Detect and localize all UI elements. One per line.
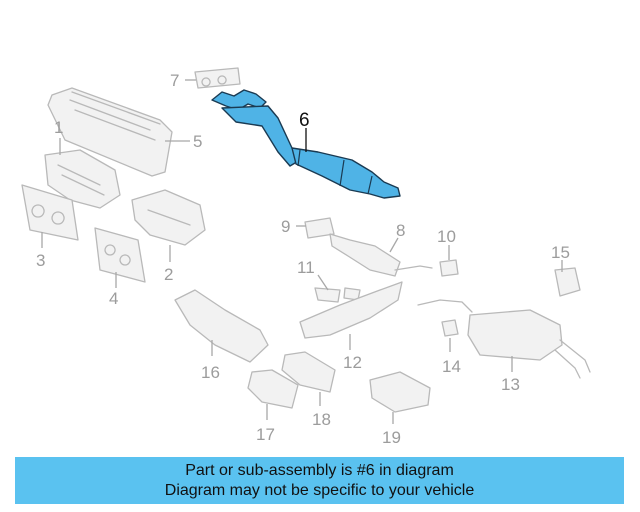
- part-15-bracket[interactable]: [554, 267, 581, 297]
- part-18-heat-shield[interactable]: [281, 351, 336, 393]
- callout-5: 5: [193, 132, 202, 151]
- callout-9: 9: [281, 217, 290, 236]
- part-12-heat-shield[interactable]: [299, 281, 403, 339]
- callout-15: 15: [551, 243, 570, 262]
- callout-6: 6: [299, 110, 310, 131]
- part-4-manifold-gasket[interactable]: [94, 227, 146, 283]
- part-1-exhaust-manifold[interactable]: [44, 149, 121, 209]
- callout-1: 1: [54, 118, 63, 137]
- callout-8: 8: [396, 221, 405, 240]
- banner-line-1: Part or sub-assembly is #6 in diagram: [185, 461, 454, 479]
- part-11-bracket[interactable]: [314, 287, 361, 303]
- callout-18: 18: [312, 410, 331, 429]
- callout-17: 17: [256, 425, 275, 444]
- callout-10: 10: [437, 227, 456, 246]
- callout-3: 3: [36, 251, 45, 270]
- part-13-rear-muffler[interactable]: [417, 299, 591, 379]
- callout-4: 4: [109, 289, 118, 308]
- callout-13: 13: [501, 375, 520, 394]
- banner-line-2: Diagram may not be specific to your vehi…: [164, 481, 475, 499]
- part-7-flange-gasket[interactable]: [194, 67, 241, 89]
- callout-12: 12: [343, 353, 362, 372]
- part-9-clamp[interactable]: [304, 217, 335, 239]
- callout-7: 7: [170, 71, 179, 90]
- parts-diagram: 5 1 3 2 4 7 6 9: [21, 67, 591, 447]
- part-17-heat-shield[interactable]: [247, 369, 299, 409]
- part-5-heat-shield[interactable]: [47, 87, 173, 177]
- callout-11: 11: [297, 258, 315, 277]
- part-19-heat-shield[interactable]: [369, 371, 431, 413]
- callout-16: 16: [201, 363, 220, 382]
- callout-2: 2: [164, 265, 173, 284]
- part-14-hanger[interactable]: [441, 319, 459, 337]
- part-3-manifold-gasket[interactable]: [21, 184, 79, 241]
- part-2-exhaust-manifold[interactable]: [131, 189, 206, 246]
- callout-14: 14: [442, 357, 461, 376]
- part-8-intermediate-pipe[interactable]: [329, 233, 433, 277]
- part-10-hanger[interactable]: [439, 259, 459, 277]
- part-16-heat-shield[interactable]: [174, 289, 269, 363]
- part-6-front-pipe-catalytic-converter[interactable]: [211, 89, 401, 199]
- disclaimer-banner: Part or sub-assembly is #6 in diagram Di…: [15, 457, 624, 504]
- callout-19: 19: [382, 428, 401, 447]
